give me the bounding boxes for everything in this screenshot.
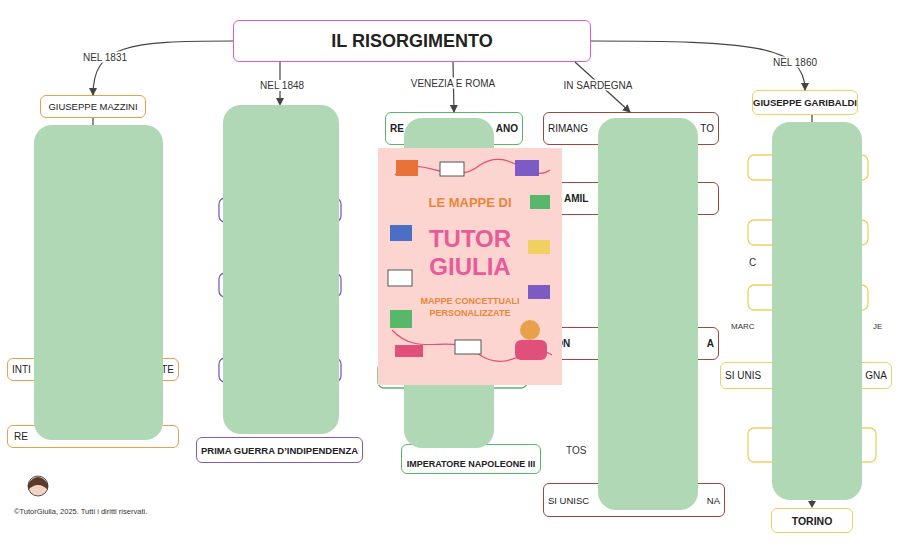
node-text: A xyxy=(707,338,714,349)
node-text: SI UNISC xyxy=(548,495,589,506)
avatar-hair xyxy=(28,477,48,490)
book-icon xyxy=(396,160,418,176)
node-text: ANO xyxy=(496,123,518,134)
node-text: GNA xyxy=(865,370,887,381)
edge-label: NEL 1831 xyxy=(81,52,129,63)
arrow-head xyxy=(808,501,816,508)
book-icon xyxy=(390,310,412,328)
text-label: JE xyxy=(873,322,882,331)
concept-box: GIUSEPPE MAZZINI xyxy=(40,95,146,118)
book-icon xyxy=(530,195,550,209)
reader-figure xyxy=(515,340,547,360)
cover-panel xyxy=(772,122,862,500)
text-label: TOS xyxy=(566,445,586,456)
node-text: RE xyxy=(390,123,404,134)
cover-panel xyxy=(223,105,339,434)
node-text: NA xyxy=(707,495,720,506)
text-label: NEL 1848 xyxy=(258,80,306,91)
edge-label: VENEZIA E ROMA xyxy=(409,78,497,89)
cover-panel xyxy=(34,125,163,440)
cover-panel xyxy=(598,118,698,510)
book-icon xyxy=(515,160,539,176)
logo-background xyxy=(378,148,562,385)
book-icon xyxy=(390,225,412,241)
node-text: SI UNIS xyxy=(725,370,761,381)
text-label: C xyxy=(749,257,756,268)
text-label: MARC xyxy=(731,322,755,331)
node-text: TE xyxy=(161,364,174,375)
node-text: IL RISORGIMENTO xyxy=(331,31,492,52)
concept-box: IMPERATORE NAPOLEONE III xyxy=(401,444,541,474)
concept-box: IL RISORGIMENTO xyxy=(233,20,591,62)
concept-box: TORINO xyxy=(771,508,853,533)
text-label: MAPPE CONCETTUALI PERSONALIZZATE xyxy=(405,295,535,319)
text-label: LE MAPPE DI xyxy=(428,195,511,210)
book-icon xyxy=(440,162,464,176)
node-text: TORINO xyxy=(792,515,833,527)
node-text: AMIL xyxy=(564,193,588,204)
book-icon xyxy=(388,270,412,286)
text-label: ©TutorGiulia, 2025. Tutti i diritti rise… xyxy=(14,507,147,516)
edge-label: NEL 1860 xyxy=(771,57,819,68)
avatar-icon xyxy=(28,476,48,496)
node-text: GIUSEPPE MAZZINI xyxy=(48,101,137,112)
book-icon xyxy=(528,240,550,254)
book-icon xyxy=(395,345,423,357)
node-text: PRIMA GUERRA D’INDIPENDENZA xyxy=(201,445,358,456)
node-text: IMPERATORE NAPOLEONE III xyxy=(407,459,536,469)
text-label: TUTOR GIULIA xyxy=(405,225,535,281)
node-text: GIUSEPPE GARIBALDI xyxy=(753,97,857,108)
arrow-head xyxy=(276,98,284,106)
connector-arrow xyxy=(93,41,233,95)
concept-box: PRIMA GUERRA D’INDIPENDENZA xyxy=(196,437,363,463)
node-text: INTI xyxy=(12,364,31,375)
node-text: TO xyxy=(700,123,714,134)
node-text: RE xyxy=(14,431,28,442)
logo-swirl xyxy=(392,159,552,361)
node-text: RIMANG xyxy=(548,123,588,134)
book-icon xyxy=(455,340,481,354)
edge-label: IN SARDEGNA xyxy=(562,80,635,91)
reader-figure xyxy=(520,320,540,340)
concept-box: GIUSEPPE GARIBALDI xyxy=(752,90,858,115)
book-icon xyxy=(528,285,550,299)
